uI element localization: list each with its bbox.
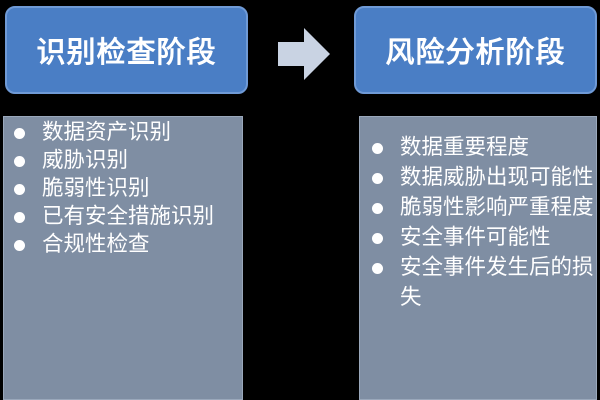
list-item-text: 已有安全措施识别 xyxy=(42,204,215,229)
identification-stage-content: 数据资产识别 威胁识别 脆弱性识别 已有安全措施识别 合规性检查 xyxy=(3,116,243,400)
arrow-right-shape xyxy=(278,28,330,80)
identification-stage-title: 识别检查阶段 xyxy=(36,35,217,69)
bullet-dot-icon xyxy=(372,233,383,244)
bullet-dot-icon xyxy=(372,263,383,274)
bullet-dot-icon xyxy=(14,184,25,195)
identification-stage-header: 识别检查阶段 xyxy=(5,6,248,94)
risk-analysis-item-list: 数据重要程度 数据威胁出现可能性 脆弱性影响严重程度 安全事件可能性 安全事件发… xyxy=(372,133,596,313)
bullet-dot-icon xyxy=(372,203,383,214)
list-item-text: 脆弱性识别 xyxy=(42,176,150,201)
bullet-dot-icon xyxy=(372,143,383,154)
list-item-text: 数据威胁出现可能性 xyxy=(400,165,594,190)
list-item-text: 脆弱性影响严重程度 xyxy=(400,195,594,220)
bullet-dot-icon xyxy=(14,240,25,251)
list-item: 数据重要程度 xyxy=(372,133,596,163)
list-item: 脆弱性影响严重程度 xyxy=(372,193,596,223)
list-item: 数据资产识别 xyxy=(14,119,242,147)
risk-analysis-stage-header: 风险分析阶段 xyxy=(354,6,597,94)
list-item-text: 威胁识别 xyxy=(42,148,129,173)
list-item: 威胁识别 xyxy=(14,147,242,175)
list-item: 数据威胁出现可能性 xyxy=(372,163,596,193)
list-item: 脆弱性识别 xyxy=(14,175,242,203)
list-item: 安全事件可能性 xyxy=(372,223,596,253)
list-item: 安全事件发生后的损失 xyxy=(372,253,596,313)
list-item: 合规性检查 xyxy=(14,231,242,259)
bullet-dot-icon xyxy=(14,212,25,223)
list-item-text: 安全事件发生后的损失 xyxy=(400,255,594,310)
list-item-text: 数据重要程度 xyxy=(400,135,530,160)
list-item-text: 安全事件可能性 xyxy=(400,225,551,250)
identification-item-list: 数据资产识别 威胁识别 脆弱性识别 已有安全措施识别 合规性检查 xyxy=(14,119,242,259)
list-item-text: 数据资产识别 xyxy=(42,120,172,145)
arrow-right-icon xyxy=(278,28,330,80)
risk-analysis-stage-content: 数据重要程度 数据威胁出现可能性 脆弱性影响严重程度 安全事件可能性 安全事件发… xyxy=(359,116,597,400)
list-item-text: 合规性检查 xyxy=(42,232,150,257)
risk-analysis-stage-title: 风险分析阶段 xyxy=(385,35,566,69)
bullet-dot-icon xyxy=(14,128,25,139)
list-item: 已有安全措施识别 xyxy=(14,203,242,231)
bullet-dot-icon xyxy=(14,156,25,167)
bullet-dot-icon xyxy=(372,173,383,184)
